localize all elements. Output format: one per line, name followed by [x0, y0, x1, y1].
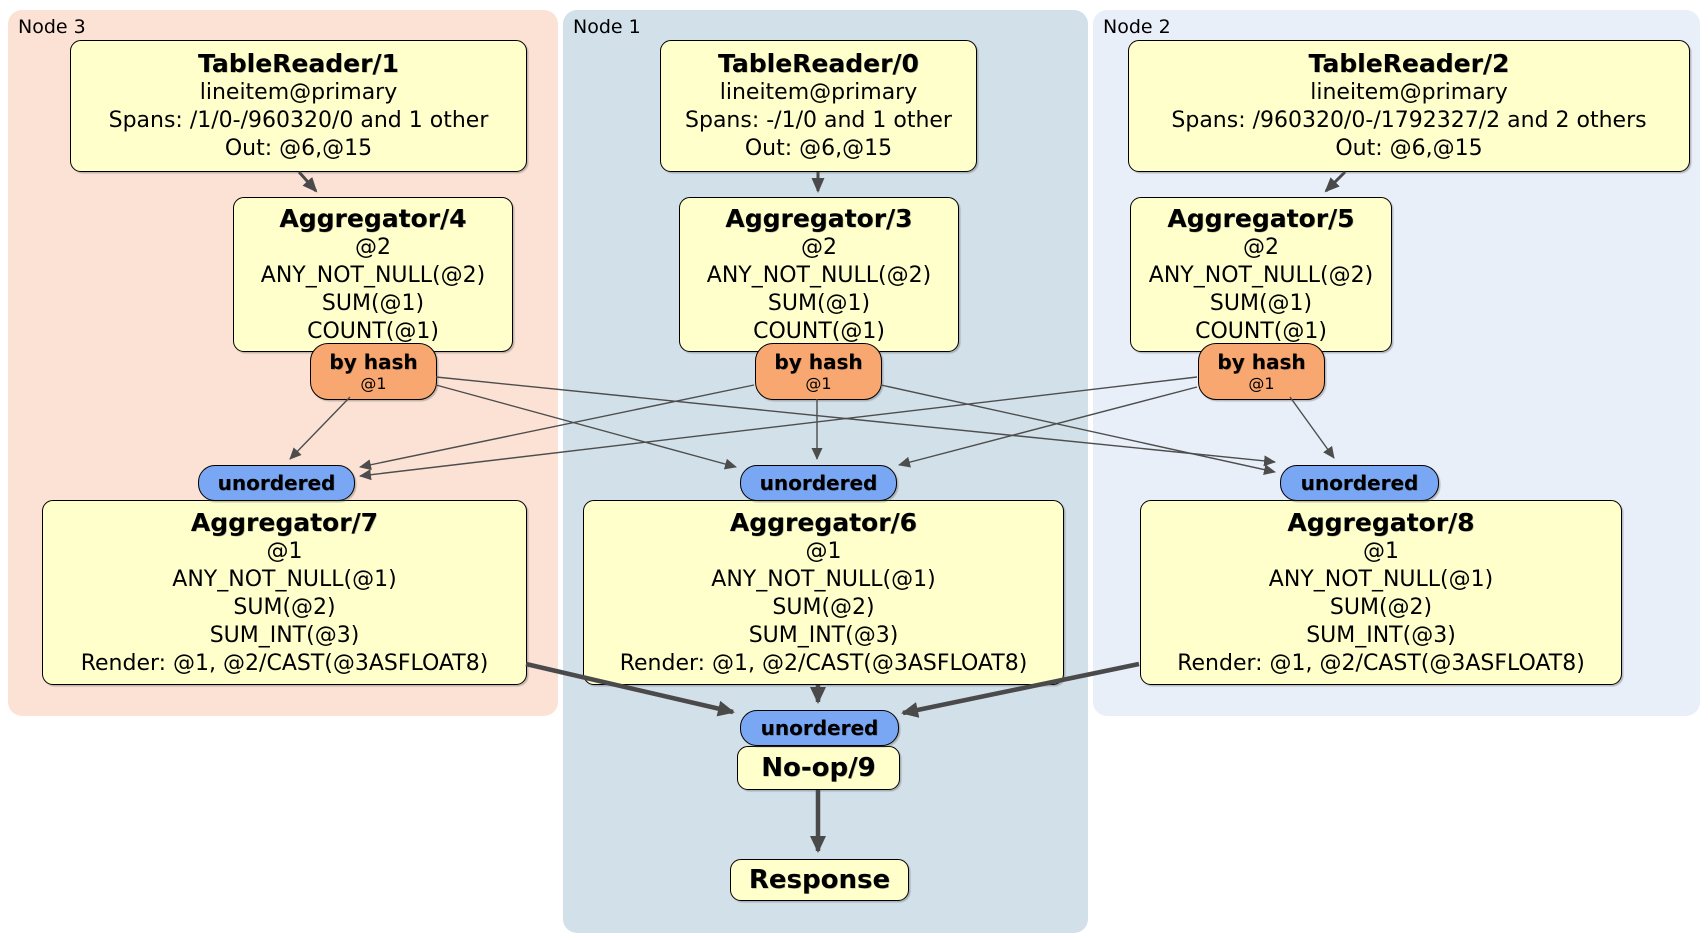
sync-unordered-6: unordered: [740, 465, 897, 501]
processor-agg-fn: SUM_INT(@3): [1306, 622, 1456, 648]
sync-unordered-9: unordered: [740, 710, 899, 746]
router-stream: @1: [1248, 373, 1275, 393]
processor-agg-fn: COUNT(@1): [753, 318, 885, 344]
router-stream: @1: [360, 373, 387, 393]
router-by-hash-4: by hash @1: [310, 343, 437, 400]
response-node: Response: [730, 859, 909, 901]
node2-label: Node 2: [1103, 16, 1171, 38]
processor-agg-fn: ANY_NOT_NULL(@2): [260, 262, 486, 288]
processor-tablereader-2: TableReader/2 lineitem@primary Spans: /9…: [1128, 40, 1690, 172]
processor-tablereader-1: TableReader/1 lineitem@primary Spans: /1…: [70, 40, 527, 172]
processor-title: TableReader/2: [1308, 49, 1510, 78]
processor-out: Out: @6,@15: [744, 136, 893, 161]
processor-aggregator-7: Aggregator/7 @1 ANY_NOT_NULL(@1) SUM(@2)…: [42, 500, 527, 685]
router-by-hash-5: by hash @1: [1198, 343, 1325, 400]
processor-title: TableReader/1: [198, 49, 399, 78]
processor-title: No-op/9: [761, 753, 876, 783]
processor-title: Aggregator/5: [1167, 203, 1355, 233]
processor-spans: Spans: /1/0-/960320/0 and 1 other: [108, 108, 489, 133]
processor-noop-9: No-op/9: [737, 746, 900, 790]
sync-unordered-7: unordered: [198, 465, 355, 501]
processor-agg-fn: COUNT(@1): [307, 318, 439, 344]
processor-agg-fn: SUM(@1): [1209, 290, 1313, 316]
node3-label: Node 3: [18, 16, 86, 38]
node1-label: Node 1: [573, 16, 641, 38]
processor-group-cols: @2: [801, 234, 837, 260]
processor-render: Render: @1, @2/CAST(@3ASFLOAT8): [80, 650, 489, 676]
processor-agg-fn: ANY_NOT_NULL(@2): [706, 262, 932, 288]
processor-agg-fn: COUNT(@1): [1195, 318, 1327, 344]
processor-agg-fn: SUM(@2): [1329, 594, 1433, 620]
router-label: by hash: [1217, 349, 1306, 374]
processor-out: Out: @6,@15: [1335, 136, 1483, 161]
processor-aggregator-6: Aggregator/6 @1 ANY_NOT_NULL(@1) SUM(@2)…: [583, 500, 1064, 685]
processor-agg-fn: SUM(@1): [321, 290, 425, 316]
processor-render: Render: @1, @2/CAST(@3ASFLOAT8): [619, 650, 1028, 676]
processor-aggregator-5: Aggregator/5 @2 ANY_NOT_NULL(@2) SUM(@1)…: [1130, 197, 1392, 352]
processor-render: Render: @1, @2/CAST(@3ASFLOAT8): [1177, 650, 1585, 676]
processor-group-cols: @1: [805, 538, 842, 564]
processor-agg-fn: ANY_NOT_NULL(@1): [711, 566, 936, 592]
processor-spans: Spans: -/1/0 and 1 other: [685, 108, 952, 133]
router-by-hash-3: by hash @1: [755, 343, 882, 400]
processor-agg-fn: SUM_INT(@3): [209, 622, 360, 648]
processor-agg-fn: ANY_NOT_NULL(@1): [172, 566, 397, 592]
processor-agg-fn: SUM(@1): [767, 290, 871, 316]
processor-tablereader-0: TableReader/0 lineitem@primary Spans: -/…: [660, 40, 977, 172]
processor-agg-fn: SUM(@2): [233, 594, 336, 620]
processor-title: Aggregator/6: [729, 507, 918, 537]
processor-group-cols: @2: [1243, 234, 1279, 260]
processor-group-cols: @1: [266, 538, 303, 564]
response-title: Response: [748, 865, 891, 895]
router-stream: @1: [805, 373, 832, 393]
processor-title: Aggregator/3: [725, 203, 913, 233]
processor-agg-fn: ANY_NOT_NULL(@1): [1268, 566, 1494, 592]
processor-title: Aggregator/7: [190, 507, 379, 537]
processor-agg-fn: SUM(@2): [772, 594, 875, 620]
processor-out: Out: @6,@15: [224, 136, 373, 161]
processor-index: lineitem@primary: [719, 80, 918, 105]
processor-title: Aggregator/8: [1287, 507, 1475, 537]
processor-title: Aggregator/4: [279, 203, 467, 233]
processor-aggregator-4: Aggregator/4 @2 ANY_NOT_NULL(@2) SUM(@1)…: [233, 197, 513, 352]
router-label: by hash: [774, 349, 863, 374]
processor-agg-fn: ANY_NOT_NULL(@2): [1148, 262, 1374, 288]
processor-index: lineitem@primary: [1310, 80, 1508, 105]
processor-group-cols: @1: [1363, 538, 1399, 564]
router-label: by hash: [329, 349, 418, 374]
processor-index: lineitem@primary: [199, 80, 398, 105]
processor-group-cols: @2: [355, 234, 391, 260]
sync-unordered-8: unordered: [1280, 465, 1439, 501]
processor-title: TableReader/0: [718, 49, 919, 78]
processor-agg-fn: SUM_INT(@3): [748, 622, 899, 648]
processor-spans: Spans: /960320/0-/1792327/2 and 2 others: [1171, 108, 1647, 133]
processor-aggregator-3: Aggregator/3 @2 ANY_NOT_NULL(@2) SUM(@1)…: [679, 197, 959, 352]
processor-aggregator-8: Aggregator/8 @1 ANY_NOT_NULL(@1) SUM(@2)…: [1140, 500, 1622, 685]
